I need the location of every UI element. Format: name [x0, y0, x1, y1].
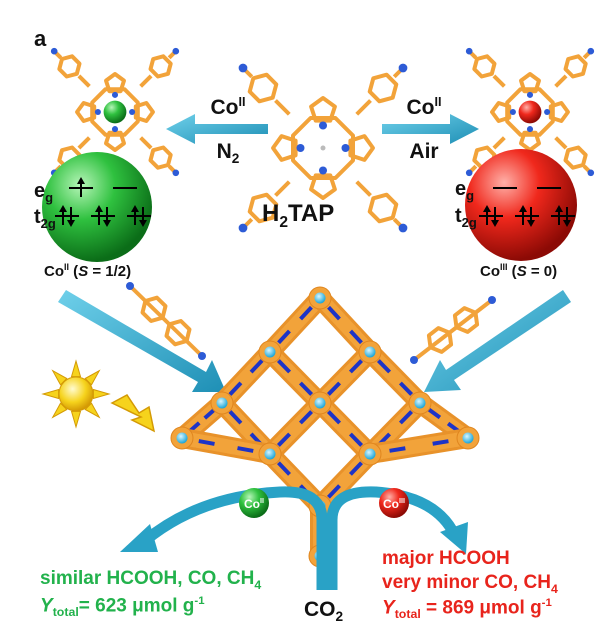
framework-co-ii-label: CoII: [244, 496, 264, 511]
co-iii-electron-arrows: [479, 187, 575, 227]
sun-icon: [41, 359, 111, 429]
right-reagent-gas: Air: [409, 140, 439, 163]
left-linker: [126, 282, 206, 360]
product-arrows: [120, 486, 468, 590]
left-reagent-metal: CoII: [210, 95, 246, 119]
right-spin-label: CoIII (S = 0): [480, 262, 558, 280]
left-yield: Ytotal= 623 μmol g-1: [40, 595, 205, 620]
co-iii-sphere: [465, 149, 577, 261]
cof-framework: [170, 286, 480, 568]
right-eg-label: eg: [455, 178, 475, 203]
h2tap-porphyrin: [238, 63, 408, 233]
left-products: similar HCOOH, CO, CH4: [40, 568, 262, 592]
framework-co-iii-ball: [379, 488, 409, 518]
arrow-left-to-framework: [58, 290, 226, 392]
co-iii-porphyrin: [465, 47, 595, 177]
left-t2g-label: t2g: [34, 206, 56, 231]
co-ii-electron-arrows: [55, 177, 151, 227]
right-linker: [410, 296, 496, 364]
panel-label: a: [34, 26, 47, 51]
arrow-to-left-complex: [166, 114, 268, 144]
right-products-minor: very minor CO, CH4: [382, 572, 558, 596]
arrow-to-right-complex: [382, 114, 479, 144]
left-reagent-gas: N2: [216, 140, 240, 167]
arrow-right-to-framework: [424, 290, 571, 392]
h2tap-label: H2TAP: [262, 200, 335, 231]
left-eg-label: eg: [34, 180, 54, 205]
right-yield: Ytotal = 869 μmol g-1: [382, 597, 552, 622]
right-products-major: major HCOOH: [382, 548, 510, 569]
framework-co-iii-label: CoIII: [383, 496, 405, 511]
framework-co-ii-ball: [239, 488, 269, 518]
co-ii-sphere: [42, 152, 152, 262]
right-reagent-metal: CoII: [406, 95, 442, 119]
right-t2g-label: t2g: [455, 205, 477, 230]
co-ii-porphyrin: [50, 47, 180, 177]
lightning-icon: [110, 394, 156, 433]
left-spin-label: CoII (S = 1/2): [44, 262, 132, 280]
co2-label: CO2: [304, 598, 344, 625]
